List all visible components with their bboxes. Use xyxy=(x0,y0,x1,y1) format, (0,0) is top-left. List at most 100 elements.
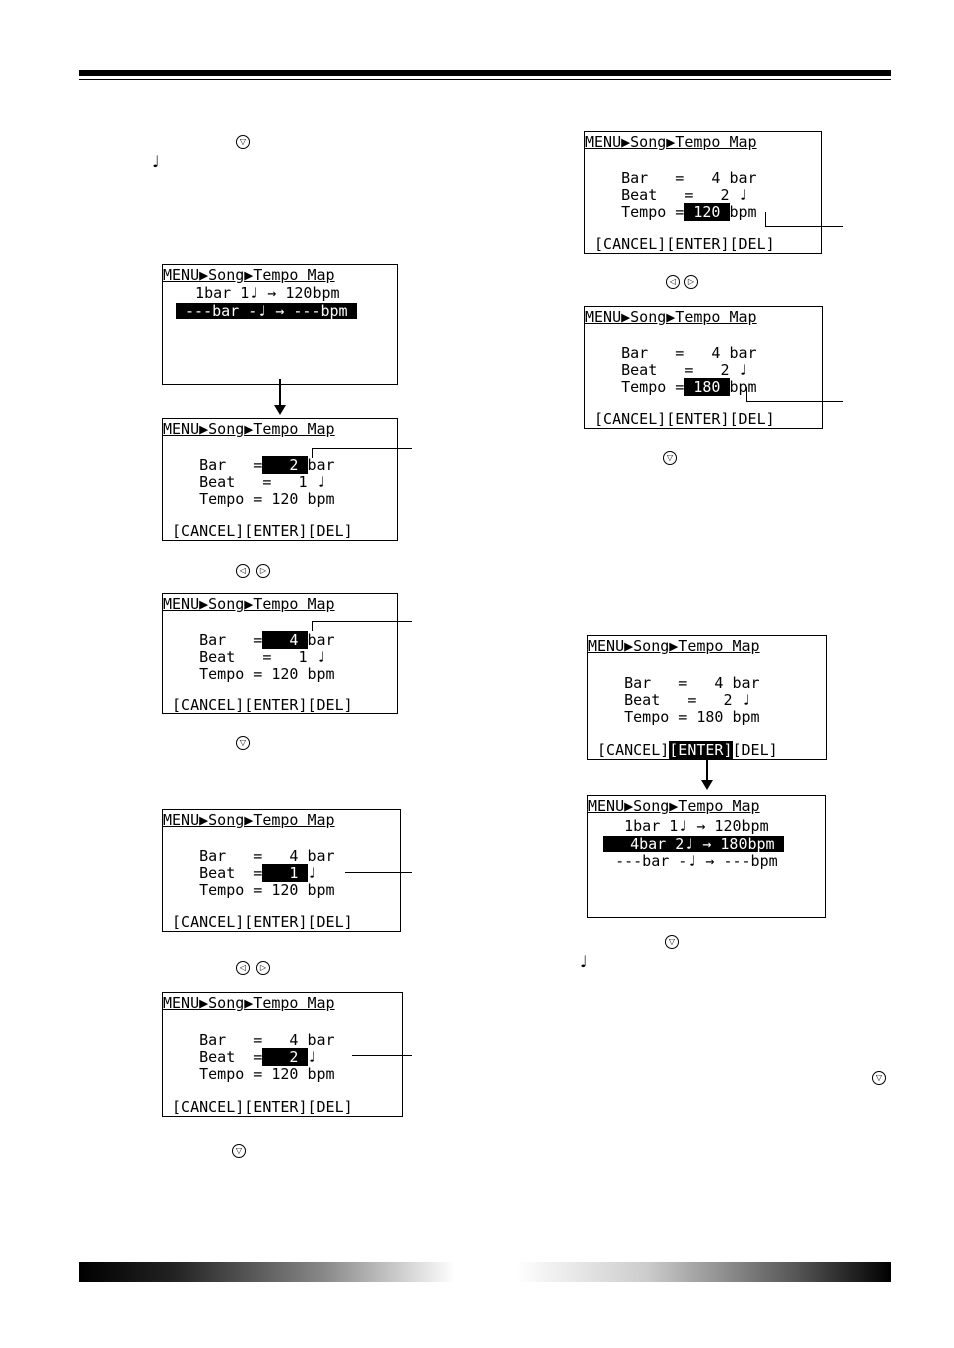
lcd-footer: [CANCEL][ENTER][DEL] xyxy=(585,235,775,253)
lcd-footer: [CANCEL][ENTER][DEL] xyxy=(585,410,775,428)
lcd-beat-row: Beat = 2 ♩ xyxy=(585,186,748,204)
lcd-bar-row: Bar = 4 bar xyxy=(163,631,335,649)
lcd-title: MENU▶Song▶Tempo Map xyxy=(585,308,757,326)
lcd-tempo-label: Tempo = xyxy=(585,203,685,221)
lcd-tempo-row: Tempo = 120 bpm xyxy=(163,881,335,899)
lcd-bar-unit: bar xyxy=(307,456,335,474)
lcd-list-row: ---bar -♩ → ---bpm xyxy=(588,852,778,870)
footer-gradient-right xyxy=(515,1262,891,1282)
lcd-bar-row: Bar = 4 bar xyxy=(585,344,757,362)
lcd-beat-row: Beat = 1 ♩ xyxy=(163,473,326,491)
lcd-beat-label: Beat = xyxy=(163,1048,263,1066)
lcd-beat-row: Beat = 2 ♩ xyxy=(585,361,748,379)
lcd-list-row: 1bar 1♩ → 120bpm xyxy=(177,284,340,302)
down-key-icon: ▽ xyxy=(236,736,250,750)
lcd-tempo-row: Tempo = 120 bpm xyxy=(163,1065,335,1083)
lcd-bar-value: 4 xyxy=(262,631,308,649)
lcd-tempo-row: Tempo = 180 bpm xyxy=(585,378,757,396)
lcd-beat-unit: ♩ xyxy=(307,864,317,882)
lcd-bar-unit: bar xyxy=(307,631,335,649)
left-key-icon: ◁ xyxy=(236,564,250,578)
lcd-screen-enter-selected: MENU▶Song▶Tempo Map Bar = 4 bar Beat = 2… xyxy=(587,635,827,760)
lcd-title: MENU▶Song▶Tempo Map xyxy=(163,420,335,438)
callout-line xyxy=(352,1055,412,1056)
lcd-screen-edit-bar: MENU▶Song▶Tempo Map Bar = 2 bar Beat = 1… xyxy=(162,418,398,541)
lcd-tempo-unit: bpm xyxy=(729,378,757,396)
lcd-cancel-label: [CANCEL] xyxy=(588,741,670,759)
lcd-bar-row: Bar = 2 bar xyxy=(163,456,335,474)
lcd-tempo-row: Tempo = 120 bpm xyxy=(585,203,757,221)
lcd-footer: [CANCEL][ENTER][DEL] xyxy=(163,696,353,714)
lcd-title: MENU▶Song▶Tempo Map xyxy=(163,266,335,284)
lcd-beat-label: Beat = xyxy=(163,864,263,882)
right-key-icon: ▷ xyxy=(684,275,698,289)
lcd-tempo-label: Tempo = xyxy=(585,378,685,396)
lcd-screen-beat-2: MENU▶Song▶Tempo Map Bar = 4 bar Beat = 2… xyxy=(162,992,403,1117)
lcd-enter-label-selected: [ENTER] xyxy=(669,741,733,759)
callout-line xyxy=(746,387,747,401)
down-key-icon: ▽ xyxy=(232,1144,246,1158)
right-key-icon: ▷ xyxy=(256,564,270,578)
lcd-screen-edit-beat: MENU▶Song▶Tempo Map Bar = 4 bar Beat = 1… xyxy=(162,809,401,932)
lcd-screen-tempo-180: MENU▶Song▶Tempo Map Bar = 4 bar Beat = 2… xyxy=(584,306,823,429)
lcd-tempo-row: Tempo = 120 bpm xyxy=(163,665,335,683)
lcd-title: MENU▶Song▶Tempo Map xyxy=(585,133,757,151)
header-rule-thick xyxy=(79,70,891,76)
callout-line xyxy=(765,212,766,226)
lcd-title: MENU▶Song▶Tempo Map xyxy=(163,811,335,829)
lcd-footer: [CANCEL][ENTER][DEL] xyxy=(163,913,353,931)
footer-gradient-left xyxy=(79,1262,455,1282)
lcd-screen-edit-tempo: MENU▶Song▶Tempo Map Bar = 4 bar Beat = 2… xyxy=(584,131,822,254)
lcd-footer: [CANCEL][ENTER][DEL] xyxy=(163,1098,353,1116)
lcd-bar-label: Bar = xyxy=(163,456,263,474)
lcd-title: MENU▶Song▶Tempo Map xyxy=(588,797,760,815)
lcd-del-label: [DEL] xyxy=(732,741,778,759)
lcd-beat-row: Beat = 2 ♩ xyxy=(588,691,751,709)
callout-line xyxy=(312,621,313,631)
down-key-icon: ▽ xyxy=(236,135,250,149)
lcd-title: MENU▶Song▶Tempo Map xyxy=(163,994,335,1012)
lcd-tempo-value: 120 xyxy=(684,203,730,221)
lcd-list-row: 1bar 1♩ → 120bpm xyxy=(588,817,769,835)
callout-line xyxy=(312,448,313,458)
lcd-beat-row: Beat = 1 ♩ xyxy=(163,864,317,882)
lcd-tempo-row: Tempo = 180 bpm xyxy=(588,708,760,726)
lcd-beat-unit: ♩ xyxy=(307,1048,317,1066)
quarter-note-icon: ♩ xyxy=(580,952,588,971)
flow-arrow-head xyxy=(274,405,286,415)
flow-arrow xyxy=(706,757,708,781)
lcd-bar-row: Bar = 4 bar xyxy=(163,1031,335,1049)
lcd-beat-row: Beat = 2 ♩ xyxy=(163,1048,317,1066)
left-key-icon: ◁ xyxy=(666,275,680,289)
lcd-title: MENU▶Song▶Tempo Map xyxy=(588,637,760,655)
lcd-beat-row: Beat = 1 ♩ xyxy=(163,648,326,666)
down-key-icon: ▽ xyxy=(872,1071,886,1085)
callout-line xyxy=(345,872,412,873)
lcd-title: MENU▶Song▶Tempo Map xyxy=(163,595,335,613)
lcd-beat-value: 2 xyxy=(262,1048,308,1066)
lcd-list-row-selected: ---bar -♩ → ---bpm xyxy=(176,302,357,320)
lcd-screen-updated-list: MENU▶Song▶Tempo Map 1bar 1♩ → 120bpm 4ba… xyxy=(587,795,826,918)
lcd-tempo-value: 180 xyxy=(684,378,730,396)
lcd-bar-label: Bar = xyxy=(163,631,263,649)
lcd-tempo-unit: bpm xyxy=(729,203,757,221)
lcd-beat-value: 1 xyxy=(262,864,308,882)
lcd-tempo-row: Tempo = 120 bpm xyxy=(163,490,335,508)
lcd-bar-value: 2 xyxy=(262,456,308,474)
down-key-icon: ▽ xyxy=(665,935,679,949)
callout-line xyxy=(312,621,412,622)
lcd-bar-row: Bar = 4 bar xyxy=(163,847,335,865)
quarter-note-icon: ♩ xyxy=(152,152,160,171)
lcd-screen-tempo-list: MENU▶Song▶Tempo Map 1bar 1♩ → 120bpm ---… xyxy=(162,264,398,385)
header-rule-thin xyxy=(79,79,891,80)
flow-arrow-head xyxy=(701,780,713,790)
left-key-icon: ◁ xyxy=(236,961,250,975)
lcd-bar-row: Bar = 4 bar xyxy=(585,169,757,187)
lcd-screen-bar-4: MENU▶Song▶Tempo Map Bar = 4 bar Beat = 1… xyxy=(162,593,398,714)
flow-arrow xyxy=(279,379,281,407)
lcd-footer: [CANCEL][ENTER][DEL] xyxy=(588,741,778,759)
right-key-icon: ▷ xyxy=(256,961,270,975)
down-key-icon: ▽ xyxy=(663,451,677,465)
lcd-bar-row: Bar = 4 bar xyxy=(588,674,760,692)
lcd-list-row-selected: 4bar 2♩ → 180bpm xyxy=(603,835,784,853)
